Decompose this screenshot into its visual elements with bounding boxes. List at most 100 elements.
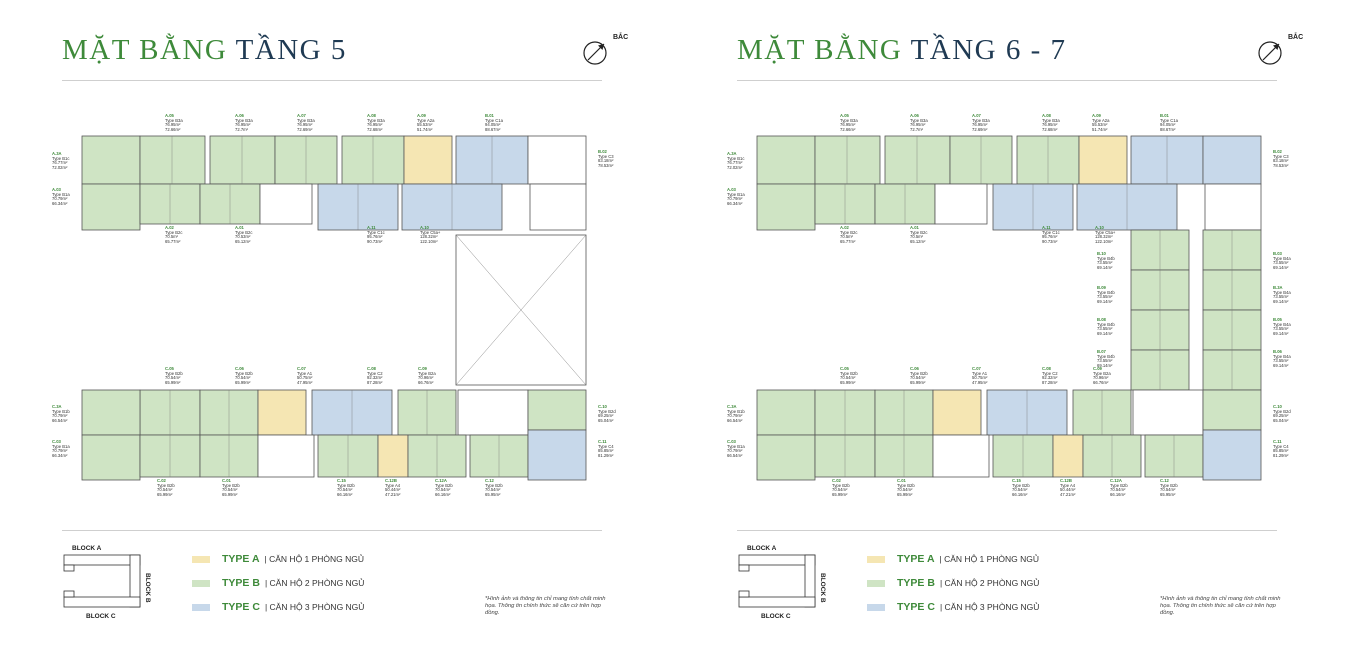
legend-type: TYPE A [897, 553, 935, 565]
unit-a05 [814, 135, 881, 185]
unit-c3a [81, 389, 141, 436]
legend-type: TYPE B [222, 577, 260, 589]
divider [737, 530, 1277, 531]
stair-core-c [457, 389, 529, 436]
type-c-swatch [192, 603, 210, 611]
compass-label: BẮC [1288, 34, 1304, 41]
unit-b02 [527, 135, 587, 185]
legend-type: TYPE C [222, 601, 260, 613]
unit-c07 [932, 389, 982, 436]
unit-a06 [209, 135, 276, 185]
stair-core-b [1204, 183, 1262, 231]
title-prefix: MẶT BẰNG [62, 34, 236, 66]
unit-c10 [1202, 389, 1262, 431]
unit-c11 [527, 429, 587, 481]
page-title: MẶT BẰNG TẦNG 5 [62, 34, 347, 67]
block-key-map [738, 554, 816, 608]
floor-plan [81, 135, 587, 481]
legend-desc: | CĂN HỘ 2 PHÒNG NGỦ [939, 578, 1040, 588]
unit-a09 [403, 135, 453, 185]
floor-plan [756, 135, 1262, 481]
stair-core-b [529, 183, 587, 231]
compass-label: BẮC [613, 34, 629, 41]
legend-row-type-c: TYPE C| CĂN HỘ 3 PHÒNG NGỦ [192, 600, 364, 614]
legend: BLOCK A BLOCK B BLOCK C TYPE A| CĂN HỘ 1… [58, 543, 618, 623]
legend-desc: | CĂN HỘ 1 PHÒNG NGỦ [264, 554, 365, 564]
page-title: MẶT BẰNG TẦNG 6 - 7 [737, 34, 1067, 67]
unit-a3a [81, 135, 141, 185]
north-compass-icon [1258, 41, 1282, 65]
divider [62, 80, 602, 81]
unit-c11 [1202, 429, 1262, 481]
disclaimer-note: *Hình ảnh và thông tin chỉ mang tính chấ… [485, 596, 606, 616]
legend-row-type-a: TYPE A | CĂN HỘ 1 PHÒNG NGỦ [867, 552, 1039, 566]
divider [737, 80, 1277, 81]
legend-row-type-b: TYPE B| CĂN HỘ 2 PHÒNG NGỦ [192, 576, 364, 590]
stair-core-d [932, 434, 990, 478]
unit-a09 [1078, 135, 1128, 185]
type-b-swatch [192, 579, 210, 587]
unit-c3a [756, 389, 816, 436]
legend-desc: | CĂN HỘ 3 PHÒNG NGỦ [939, 602, 1040, 612]
divider [62, 530, 602, 531]
stair-core-c [1132, 389, 1204, 436]
unit-b02 [1202, 135, 1262, 185]
legend: BLOCK A BLOCK B BLOCK C TYPE A| CĂN HỘ 1… [733, 543, 1293, 623]
block-b-label: BLOCK B [819, 573, 826, 603]
type-a-swatch [867, 555, 885, 563]
unit-a03 [81, 183, 141, 231]
unit-c10 [527, 389, 587, 431]
legend-desc: | CĂN HỘ 1 PHÒNG NGỦ [939, 554, 1040, 564]
north-compass-icon [583, 41, 607, 65]
block-a-label: BLOCK A [72, 545, 102, 552]
legend-type: TYPE C [897, 601, 935, 613]
type-a-swatch [192, 555, 210, 563]
legend-type: TYPE B [897, 577, 935, 589]
block-key-map [63, 554, 141, 608]
block-c-label: BLOCK C [761, 613, 791, 620]
